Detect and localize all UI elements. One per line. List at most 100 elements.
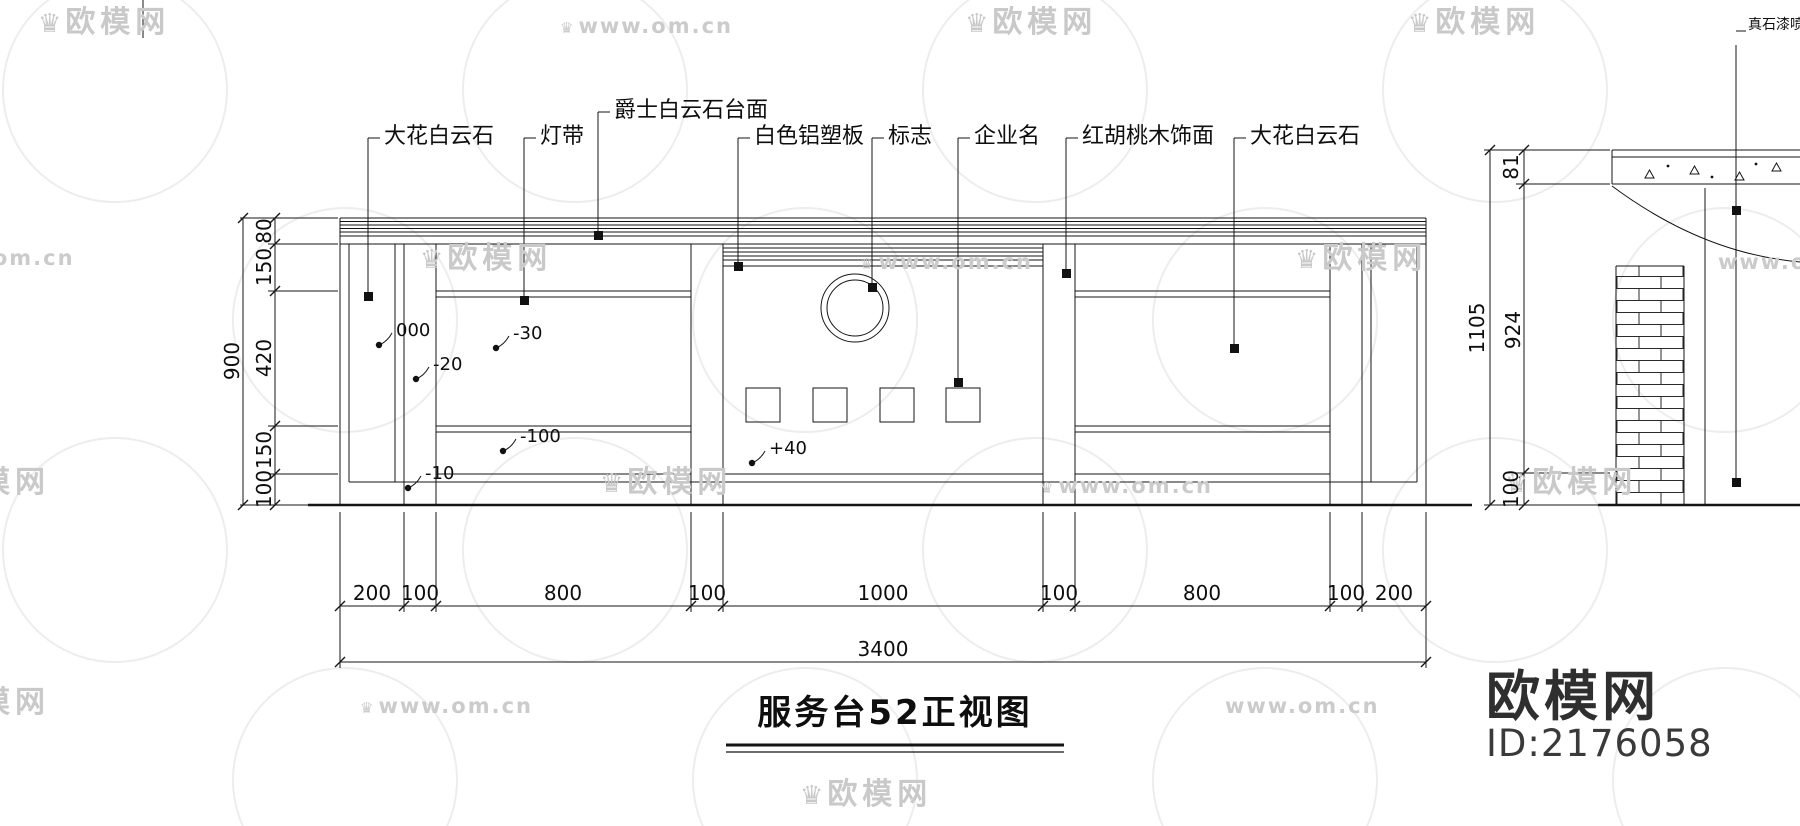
callout-label-jazz-white-top: 爵士白云石台面 [614,98,769,123]
crown-icon: ♛ [1505,469,1529,499]
logo-circle-outer [820,273,890,343]
right-panel-rails [1075,290,1330,475]
dim-bottom-seg: 200 [1374,581,1414,605]
crown-icon: ♛ [1040,479,1056,497]
dim-bottom-seg: 100 [1039,581,1079,605]
callout-label-alu-panel: 白色铝塑板 [754,124,865,149]
callout-leaders [367,111,1246,382]
left-dim-ticks [237,212,281,511]
watermark-url-tile: www.om.cn [1225,696,1380,717]
post-inner-verticals [348,244,1418,482]
side-dim-extensions [1484,149,1610,506]
dim-left-seg: 150 [252,430,276,470]
watermark-brand: 欧模网 [627,465,733,500]
watermark-url: www.om.cn [1058,474,1213,498]
sign-square [812,387,848,423]
elevation-squiggles [378,332,766,489]
watermark-brand: 欧模网 [827,777,933,812]
dim-bottom-seg: 1000 [857,581,909,605]
elevation-mark: -20 [433,354,463,375]
sign-square [879,387,915,423]
watermark-url-tile: www.om.cn [0,248,75,269]
watermark-url-tile: ♛www.om.cn [560,16,733,37]
site-logo: 欧模网 [1486,665,1660,728]
side-material-label: 真石漆喷 [1748,17,1800,33]
brick-outline [1615,265,1685,504]
bottom-dim-extensions [339,512,1427,668]
watermark-brand: 欧模网 [0,685,50,720]
side-callout-leader [1735,30,1746,484]
crown-icon: ♛ [560,19,576,37]
crown-icon: ♛ [38,9,62,39]
watermark-brand: 欧模网 [447,241,553,276]
model-id: ID:2176058 [1486,722,1713,765]
dim-bottom-overall: 3400 [857,637,909,661]
bottom-dim-ticks [334,600,1432,668]
dim-left-seg: 150 [252,247,276,287]
crown-icon: ♛ [360,699,376,717]
logo-circle-inner [826,279,884,337]
watermark-url-tile: www.om.cn [1718,252,1800,273]
dim-bottom-seg: 800 [543,581,583,605]
countertop-band [340,217,1426,245]
callout-label-marble-right: 大花白云石 [1250,124,1361,149]
watermark-brand: 欧模网 [1532,465,1638,500]
crown-icon: ♛ [420,245,444,275]
watermark-url-tile: ♛www.om.cn [1040,476,1213,497]
elevation-mark: -30 [513,323,543,344]
watermark-brand: 欧模网 [0,465,50,500]
watermark-brand: 欧模网 [1435,5,1541,40]
crown-icon: ♛ [1295,245,1319,275]
watermark-url: www.om.cn [1225,694,1380,718]
watermark-tile: ♛欧模网 [38,8,170,38]
watermark-url: www.om.cn [578,14,733,38]
sign-square [945,387,981,423]
elevation-mark: -10 [425,463,455,484]
crown-icon: ♛ [965,9,989,39]
dim-side-overall: 1105 [1465,302,1489,354]
watermark-tile: ♛欧模网 [420,244,552,274]
bottom-dim-lines [340,605,1426,663]
watermark-tile: ♛欧模网 [600,468,732,498]
watermark-url-tile: ♛www.om.cn [360,696,533,717]
crown-icon: ♛ [1408,9,1432,39]
callout-label-walnut-veneer: 红胡桃木饰面 [1082,124,1215,149]
dim-left-seg: 420 [252,338,276,378]
watermark-url-tile: ♛www.om.cn [860,252,1033,273]
left-panel-rails [436,290,691,475]
dim-side-seg: 100 [1499,469,1523,509]
watermark-brand: 欧模网 [992,5,1098,40]
side-slab [1611,149,1800,185]
watermark-tile: ♛欧模网 [1295,244,1427,274]
concrete-marks [1644,161,1782,181]
side-dim-ticks [1484,144,1530,511]
left-dim-extensions [240,217,338,506]
dim-side-seg: 81 [1499,154,1523,180]
callout-label-company-name: 企业名 [974,124,1041,149]
dim-left-seg: 80 [252,218,276,244]
side-dim-lines [1489,150,1525,505]
watermark-tile: ♛欧模网 [965,8,1097,38]
drawing-title: 服务台52正视图 [757,693,1033,733]
elevation-mark: 000 [396,320,431,341]
watermark-url: www.om.cn [1718,250,1800,274]
watermark-url: www.om.cn [0,246,75,270]
dim-bottom-seg: 200 [352,581,392,605]
watermark-tile: 欧模网 [0,468,50,498]
dim-left-seg: 100 [252,469,276,509]
watermark-tile: ♛欧模网 [800,780,932,810]
crown-icon: ♛ [860,255,876,273]
concrete-dots [1666,162,1758,179]
dim-bottom-seg: 100 [687,581,727,605]
brick-hatch [1616,266,1684,504]
watermark-tile: ♛欧模网 [1505,468,1637,498]
watermark-brand: 欧模网 [65,5,171,40]
middle-panel-lines [723,247,1043,475]
watermark-tile: ♛欧模网 [1408,8,1540,38]
elevation-mark: +40 [769,438,807,459]
left-dim-lines [242,218,276,505]
elevation-mark: -100 [520,426,561,447]
crown-icon: ♛ [800,781,824,811]
